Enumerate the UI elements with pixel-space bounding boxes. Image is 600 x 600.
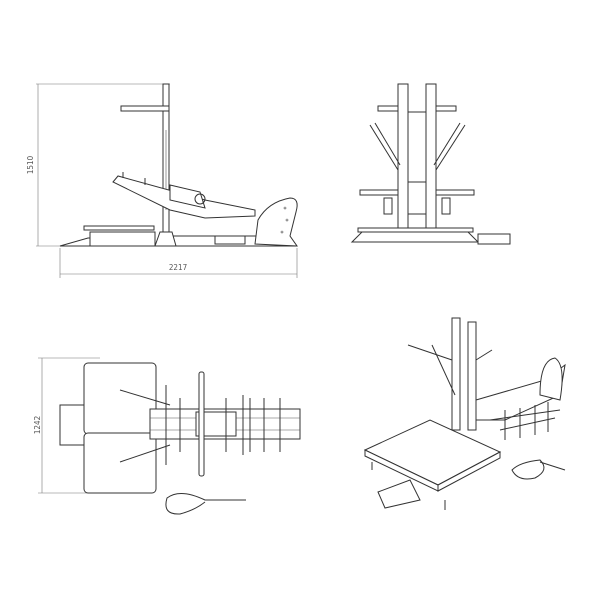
strap-handle	[165, 493, 246, 515]
strap-handle-iso	[511, 459, 545, 480]
length-dimension-label: 2217	[169, 263, 187, 272]
height-dimension-label: 1510	[26, 155, 35, 174]
front-view	[350, 83, 511, 245]
handle-bar	[120, 105, 170, 112]
side-view: 1510 2217	[26, 83, 298, 278]
width-dimension-label: 1242	[33, 416, 42, 434]
top-view: 1242	[33, 357, 301, 515]
isometric-view	[363, 317, 566, 510]
